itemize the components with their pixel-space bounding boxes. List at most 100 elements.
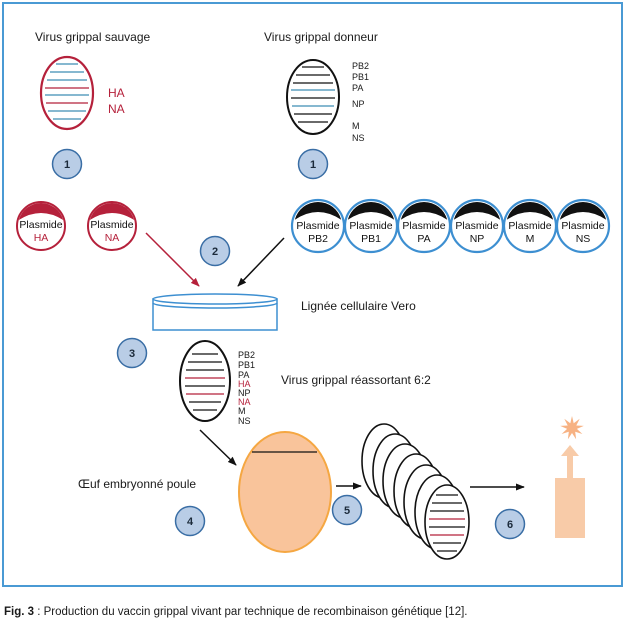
plasmid-cap xyxy=(347,201,395,220)
step-number: 6 xyxy=(507,519,513,531)
donor-virus-envelope xyxy=(286,59,340,135)
step-circle xyxy=(174,505,206,537)
step-badge-3: 3 xyxy=(116,337,148,369)
step-badge-6: 6 xyxy=(494,508,526,540)
plasmid-label: Plasmide xyxy=(508,220,551,232)
reassortant-segment-label: PB1 xyxy=(238,360,255,370)
cell-line-label: Lignée cellulaire Vero xyxy=(301,299,416,313)
plasmid-cap xyxy=(18,203,64,220)
wild-ha-label: HA xyxy=(108,86,125,100)
plasmid-cap xyxy=(89,203,135,220)
dish-rim xyxy=(152,293,278,305)
plasmid-label: Plasmide xyxy=(296,220,339,232)
step-circle xyxy=(331,494,363,526)
plasmid-gene: NA xyxy=(105,232,120,244)
embryonated-egg xyxy=(238,431,332,553)
plasmid-label: Plasmide xyxy=(19,219,62,231)
plasmid-pb1: Plasmide PB1 xyxy=(343,198,399,254)
step-number: 5 xyxy=(344,505,350,517)
arrow-wild-plasmids-to-cells xyxy=(145,232,200,287)
plasmid-gene: M xyxy=(526,233,535,245)
plasmid-ns: Plasmide NS xyxy=(555,198,611,254)
plasmid-gene: PB2 xyxy=(308,233,328,245)
step-badge-1b: 1 xyxy=(297,148,329,180)
reassortant-title: Virus grippal réassortant 6:2 xyxy=(281,373,431,387)
step-badge-4: 4 xyxy=(174,505,206,537)
step-circle xyxy=(116,337,148,369)
vial-arrow-stem xyxy=(567,455,573,478)
wild-virus-envelope xyxy=(39,55,95,131)
plasmid-na: Plasmide NA xyxy=(87,201,137,251)
donor-virus: Virus grippal donneur PB2 PB1 PA NP M NS xyxy=(264,30,378,143)
donor-segment-label: PA xyxy=(352,83,363,93)
plasmid-label: Plasmide xyxy=(561,220,604,232)
arrow-donor-plasmids-to-cells xyxy=(237,237,285,287)
reassortant-segment-label: HA xyxy=(238,379,251,389)
plasmid-label: Plasmide xyxy=(90,219,133,231)
step-badge-5: 5 xyxy=(331,494,363,526)
step-circle xyxy=(494,508,526,540)
vial-arrow-head xyxy=(561,445,579,456)
step-number: 1 xyxy=(310,159,316,171)
wild-na-label: NA xyxy=(108,102,125,116)
plasmid-gene: PA xyxy=(417,233,430,245)
step-number: 3 xyxy=(129,348,135,360)
plasmid-ha: Plasmide HA xyxy=(16,201,66,251)
donor-virus-title: Virus grippal donneur xyxy=(264,30,378,44)
caption-text: : Production du vaccin grippal vivant pa… xyxy=(37,606,467,618)
plasmid-cap xyxy=(400,201,448,220)
virus-stack xyxy=(361,423,470,560)
donor-segment-label: M xyxy=(352,121,360,131)
plasmid-gene: HA xyxy=(34,232,49,244)
egg-label: Œuf embryonné poule xyxy=(78,477,196,491)
step-number: 4 xyxy=(187,516,194,528)
caption-prefix: Fig. 3 xyxy=(4,606,34,618)
figure-frame xyxy=(2,2,623,587)
plasmid-cap xyxy=(559,201,607,220)
vero-cell-dish xyxy=(152,293,278,331)
plasmid-cap xyxy=(294,201,342,220)
dish-inner-rim xyxy=(152,302,278,309)
reassortant-virus: PB2 PB1 PA HA NP NA M NS xyxy=(179,340,255,426)
plasmid-label: Plasmide xyxy=(349,220,392,232)
plasmid-label: Plasmide xyxy=(455,220,498,232)
plasmid-gene: PB1 xyxy=(361,233,381,245)
vial-body xyxy=(555,478,585,538)
reassortant-envelope xyxy=(179,340,231,422)
egg-shell xyxy=(238,431,332,553)
plasmid-gene: NP xyxy=(470,233,485,245)
virus-particle-front xyxy=(424,484,470,560)
plasmid-m: Plasmide M xyxy=(502,198,558,254)
vaccine-vial xyxy=(555,416,585,538)
plasmid-label: Plasmide xyxy=(402,220,445,232)
reassortant-segment-label: M xyxy=(238,406,246,416)
reassortant-segment-label: NA xyxy=(238,397,251,407)
step-number: 1 xyxy=(64,159,70,171)
step-circle xyxy=(297,148,329,180)
donor-segment-label: NS xyxy=(352,133,365,143)
plasmid-cap xyxy=(453,201,501,220)
reassortant-segment-label: NP xyxy=(238,388,251,398)
reassortant-segment-label: PB2 xyxy=(238,350,255,360)
step-badge-2: 2 xyxy=(199,235,231,267)
donor-segment-label: NP xyxy=(352,99,365,109)
plasmid-np: Plasmide NP xyxy=(449,198,505,254)
arrow-reassortant-to-egg xyxy=(199,429,237,466)
plasmid-cap xyxy=(506,201,554,220)
step-circle xyxy=(199,235,231,267)
plasmid-pa: Plasmide PA xyxy=(396,198,452,254)
plasmid-pb2: Plasmide PB2 xyxy=(290,198,346,254)
burst-icon xyxy=(560,416,584,440)
wild-virus-title: Virus grippal sauvage xyxy=(35,30,151,44)
step-badge-1a: 1 xyxy=(51,148,83,180)
step-number: 2 xyxy=(212,246,218,258)
plasmid-gene: NS xyxy=(576,233,591,245)
donor-segment-label: PB2 xyxy=(352,61,369,71)
reassortant-segment-label: NS xyxy=(238,416,251,426)
step-circle xyxy=(51,148,83,180)
wild-virus: Virus grippal sauvage HA NA xyxy=(35,30,151,131)
reassortant-segment-label: PA xyxy=(238,370,249,380)
figure-caption: Fig. 3 : Production du vaccin grippal vi… xyxy=(4,606,467,618)
donor-segment-label: PB1 xyxy=(352,72,369,82)
